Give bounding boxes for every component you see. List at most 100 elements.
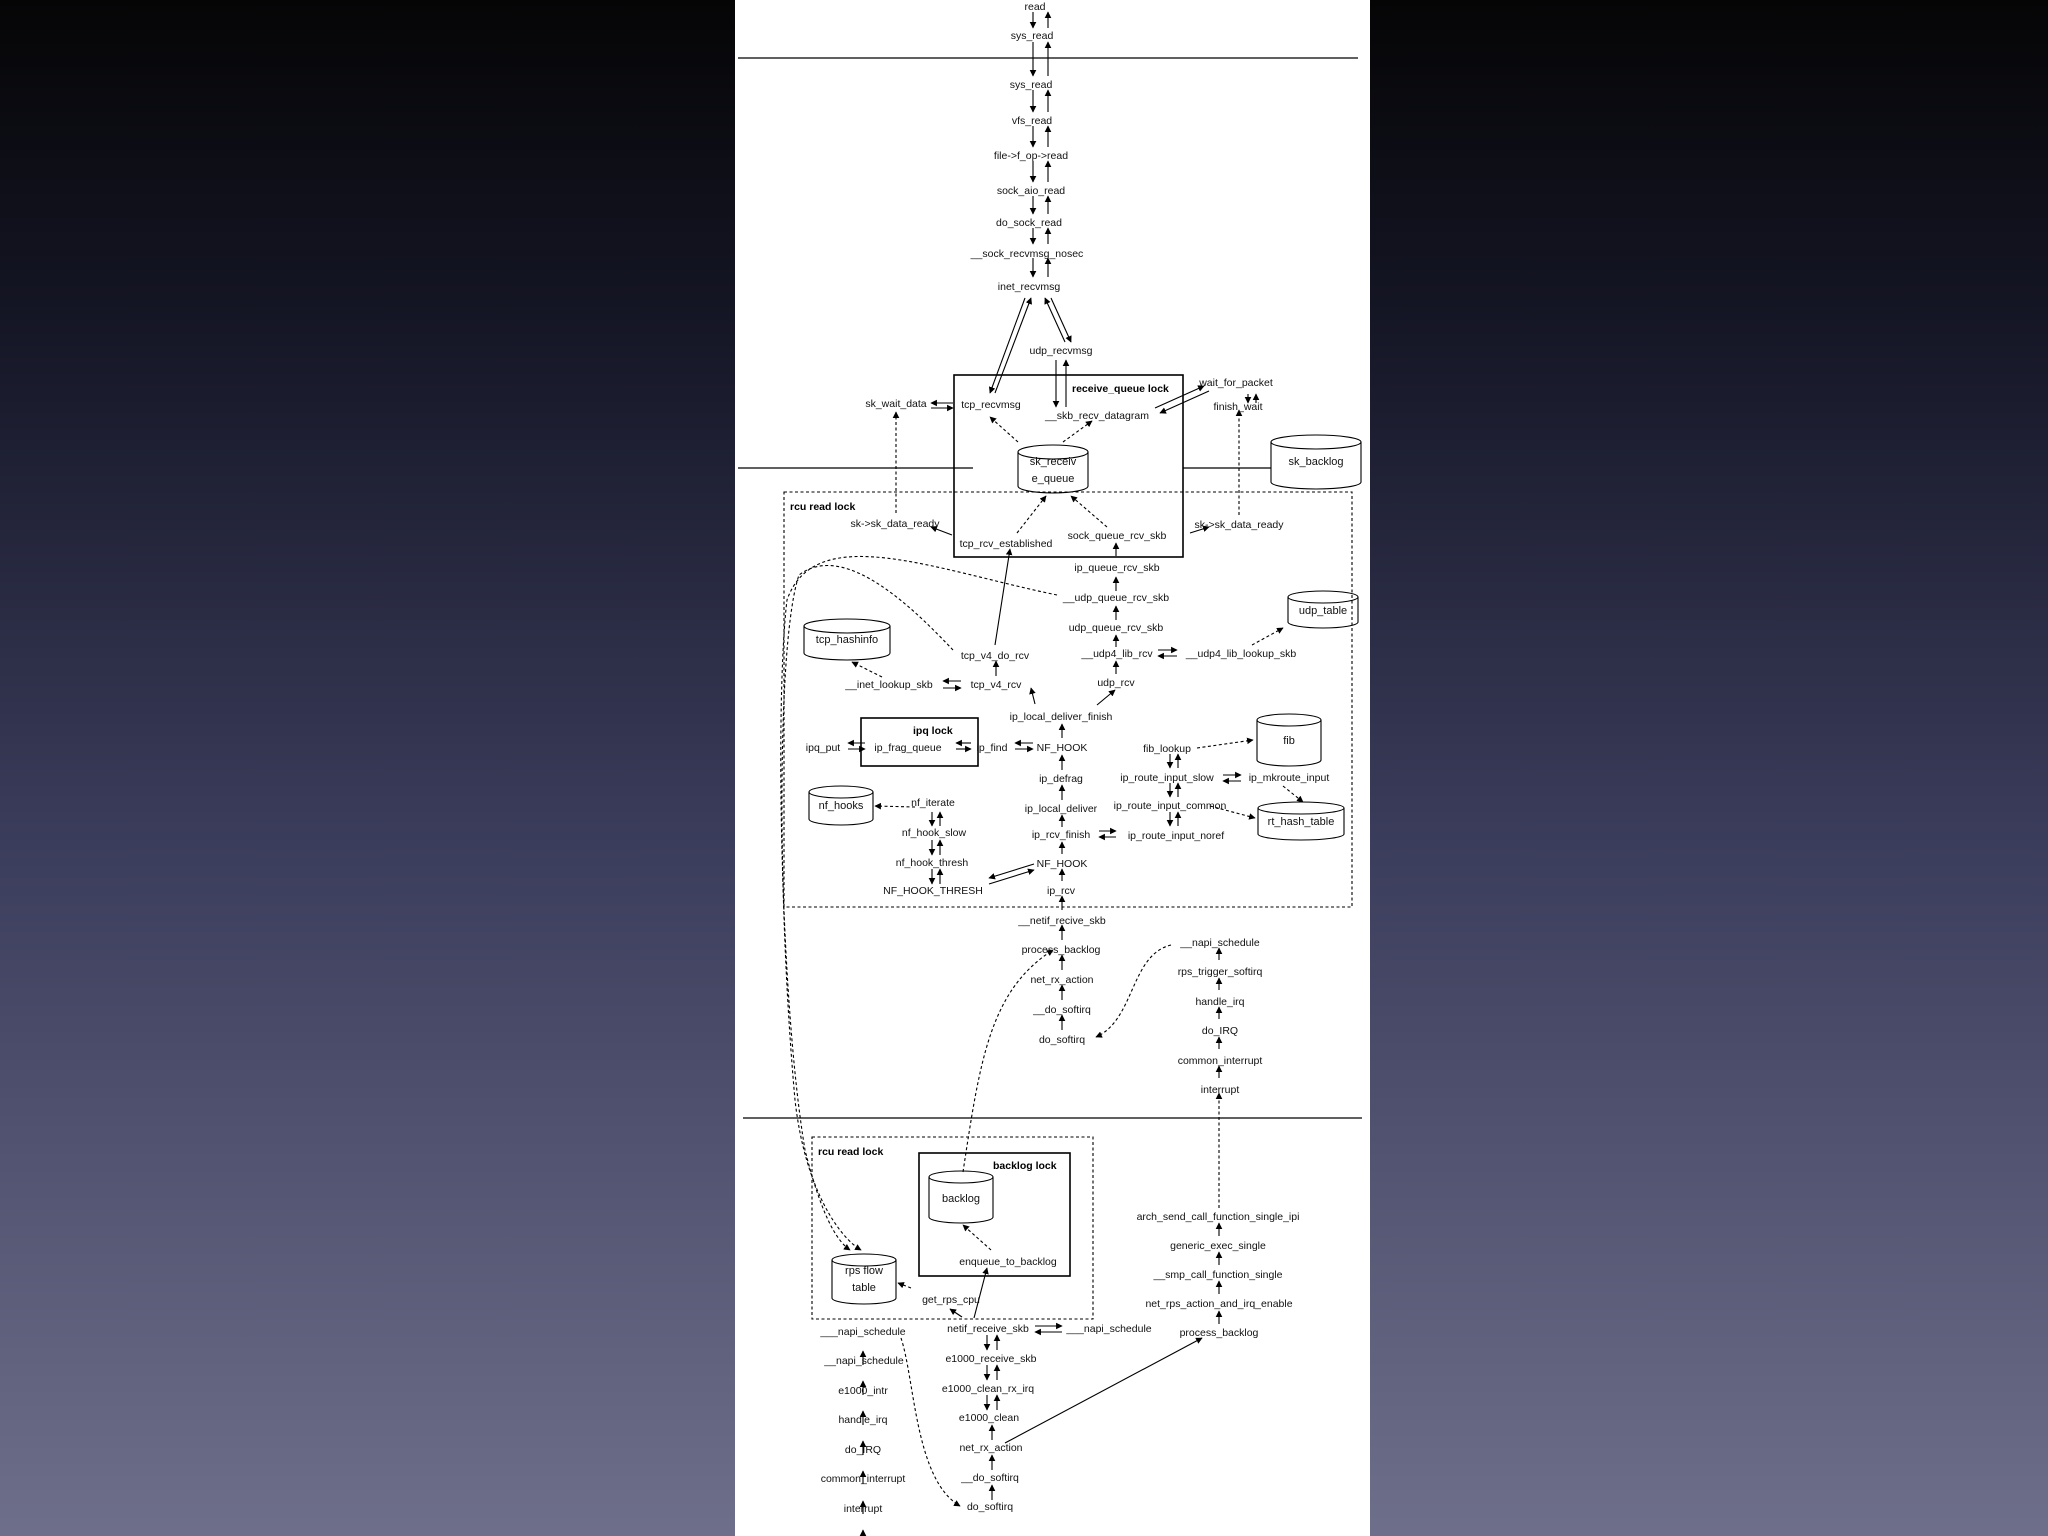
inet-lookup-skb-label: __inet_lookup_skb — [844, 679, 933, 691]
rcu-read-lock-top-box — [783, 491, 1353, 908]
nf-hooks-db: nf_hooks — [808, 785, 874, 826]
interrupt-left-label: interrupt — [844, 1503, 883, 1515]
sk-backlog-db-label: sk_backlog — [1288, 456, 1343, 468]
udp-rcv-label: udp_rcv — [1097, 677, 1135, 689]
do-softirq-internal-bottom-label: __do_softirq — [960, 1472, 1019, 1484]
udp-recvmsg-label: udp_recvmsg — [1029, 345, 1092, 357]
udp4-lib-rcv-label: __udp4_lib_rcv — [1080, 648, 1153, 660]
interrupt-right-label: interrupt — [1201, 1084, 1240, 1096]
rcu-read-lock-bottom-box — [811, 1136, 1094, 1320]
rt-hash-table-db-label: rt_hash_table — [1268, 816, 1335, 828]
sk-receive-queue-db-label: e_queue — [1032, 473, 1075, 485]
ip-route-input-slow-label: ip_route_input_slow — [1120, 772, 1214, 784]
e1000-clean-rx-irq-label: e1000_clean_rx_irq — [942, 1383, 1034, 1395]
ip-rcv-finish-label: ip_rcv_finish — [1032, 829, 1091, 841]
udp-table-db-label: udp_table — [1299, 605, 1347, 617]
common-interrupt-left-label: common_interrupt — [821, 1473, 906, 1485]
do-irq-left-label: do_IRQ — [845, 1444, 881, 1456]
file-f-op-read-label: file->f_op->read — [994, 150, 1068, 162]
dashed-arrows — [780, 409, 1304, 1507]
enqueue-to-backlog-label: enqueue_to_backlog — [959, 1256, 1057, 1268]
fib-db-label: fib — [1283, 735, 1295, 747]
sk-receive-queue-db: sk_receiv e_queue — [1017, 444, 1089, 494]
do-irq-right-label: do_IRQ — [1202, 1025, 1238, 1037]
sk-data-ready-right-label: sk->sk_data_ready — [1194, 519, 1284, 531]
fib-db: fib — [1256, 713, 1322, 767]
smp-call-function-single-label: __smp_call_function_single — [1153, 1269, 1283, 1281]
nf-iterate-label: nf_iterate — [911, 797, 955, 809]
process-backlog-top-label: process_backlog — [1022, 944, 1101, 956]
backlog-db: backlog — [928, 1170, 994, 1224]
tcp-hashinfo-db: tcp_hashinfo — [803, 618, 891, 661]
tcp-recvmsg-label: tcp_recvmsg — [961, 399, 1021, 411]
tcp-v4-do-rcv-label: tcp_v4_do_rcv — [961, 650, 1030, 662]
receive-queue-lock-box — [953, 374, 1184, 558]
rcu-read-lock-bottom-label: rcu read lock — [818, 1146, 884, 1158]
do-softirq-bottom-label: do_softirq — [967, 1501, 1013, 1513]
sock-queue-rcv-skb-label: sock_queue_rcv_skb — [1068, 530, 1167, 542]
finish-wait-label: finish_wait — [1213, 401, 1262, 413]
backlog-lock-label: backlog lock — [993, 1160, 1057, 1172]
tcp-hashinfo-db-label: tcp_hashinfo — [816, 634, 878, 646]
sk-data-ready-left-label: sk->sk_data_ready — [850, 518, 940, 530]
e1000-receive-skb-label: e1000_receive_skb — [945, 1353, 1036, 1365]
function-labels: read sys_read sys_read vfs_read file->f_… — [806, 1, 1330, 1515]
rt-hash-table-db: rt_hash_table — [1257, 801, 1345, 841]
receive-queue-lock-label: receive_queue lock — [1072, 383, 1169, 395]
common-interrupt-right-label: common_interrupt — [1178, 1055, 1263, 1067]
ip-route-input-noref-label: ip_route_input_noref — [1128, 830, 1224, 842]
udp-queue-rcv-skb-internal-label: __udp_queue_rcv_skb — [1062, 592, 1169, 604]
sk-wait-data-label: sk_wait_data — [865, 398, 926, 410]
ipq-lock-label: ipq lock — [913, 725, 953, 737]
arch-send-call-function-single-ipi-label: arch_send_call_function_single_ipi — [1137, 1211, 1300, 1223]
ipq-lock-box — [860, 717, 979, 767]
nf-hook-thresh-label: nf_hook_thresh — [896, 857, 969, 869]
rps-trigger-softirq-label: rps_trigger_softirq — [1178, 966, 1263, 978]
udp-table-db: udp_table — [1287, 590, 1359, 629]
rcu-read-lock-top-label: rcu read lock — [790, 501, 856, 513]
diagram-slide: receive_queue lock rcu read lock ipq loc… — [735, 0, 1370, 1536]
ip-rcv-label: ip_rcv — [1047, 885, 1076, 897]
ip-find-label: ip_find — [977, 742, 1008, 754]
napi-schedule-left-label: __napi_schedule — [823, 1355, 904, 1367]
nf-hook-2-label: NF_HOOK — [1037, 858, 1088, 870]
napi-schedule-triple-left-label: ___napi_schedule — [819, 1326, 905, 1338]
handle-irq-left-label: handle_irq — [838, 1414, 887, 1426]
wait-for-packet-label: wait_for_packet — [1198, 377, 1273, 389]
netif-recive-skb-label: __netif_recive_skb — [1017, 915, 1106, 927]
do-softirq-internal-top-label: __do_softirq — [1032, 1004, 1091, 1016]
sock-recvmsg-nosec-label: __sock_recvmsg_nosec — [970, 248, 1084, 260]
generic-exec-single-label: generic_exec_single — [1170, 1240, 1266, 1252]
handle-irq-right-label: handle_irq — [1195, 996, 1244, 1008]
udp4-lib-lookup-skb-label: __udp4_lib_lookup_skb — [1185, 648, 1297, 660]
udp-queue-rcv-skb-label: udp_queue_rcv_skb — [1069, 622, 1164, 634]
kernel-receive-path-diagram: receive_queue lock rcu read lock ipq loc… — [738, 1, 1362, 1536]
ip-queue-rcv-skb-label: ip_queue_rcv_skb — [1074, 562, 1159, 574]
backlog-lock-box — [918, 1152, 1071, 1277]
net-rx-action-bottom-label: net_rx_action — [959, 1442, 1022, 1454]
net-rps-action-and-irq-enable-label: net_rps_action_and_irq_enable — [1145, 1298, 1292, 1310]
tcp-v4-rcv-label: tcp_v4_rcv — [971, 679, 1023, 691]
sk-backlog-db: sk_backlog — [1270, 434, 1362, 490]
napi-schedule-triple-right-label: ___napi_schedule — [1065, 1323, 1151, 1335]
tcp-rcv-established-label: tcp_rcv_established — [960, 538, 1053, 550]
get-rps-cpu-label: get_rps_cpu — [922, 1294, 980, 1306]
net-rx-action-top-label: net_rx_action — [1030, 974, 1093, 986]
process-backlog-bottom-label: process_backlog — [1180, 1327, 1259, 1339]
nf-hook-thresh-upper-label: NF_HOOK_THRESH — [883, 885, 983, 897]
nf-hook-1-label: NF_HOOK — [1037, 742, 1088, 754]
nf-hook-slow-label: nf_hook_slow — [902, 827, 967, 839]
ip-local-deliver-finish-label: ip_local_deliver_finish — [1010, 711, 1113, 723]
ip-defrag-label: ip_defrag — [1039, 773, 1083, 785]
ip-mkroute-input-label: ip_mkroute_input — [1249, 772, 1330, 784]
nf-hooks-db-label: nf_hooks — [819, 800, 864, 812]
sys-read-label: sys_read — [1010, 79, 1053, 91]
vfs-read-label: vfs_read — [1012, 115, 1052, 127]
do-softirq-top-label: do_softirq — [1039, 1034, 1085, 1046]
ipq-put-label: ipq_put — [806, 742, 841, 754]
do-sock-read-label: do_sock_read — [996, 217, 1062, 229]
read-label: read — [1024, 1, 1045, 13]
fib-lookup-label: fib_lookup — [1143, 743, 1191, 755]
e1000-clean-label: e1000_clean — [959, 1412, 1019, 1424]
sk-receive-queue-db-label: sk_receiv — [1030, 456, 1077, 468]
